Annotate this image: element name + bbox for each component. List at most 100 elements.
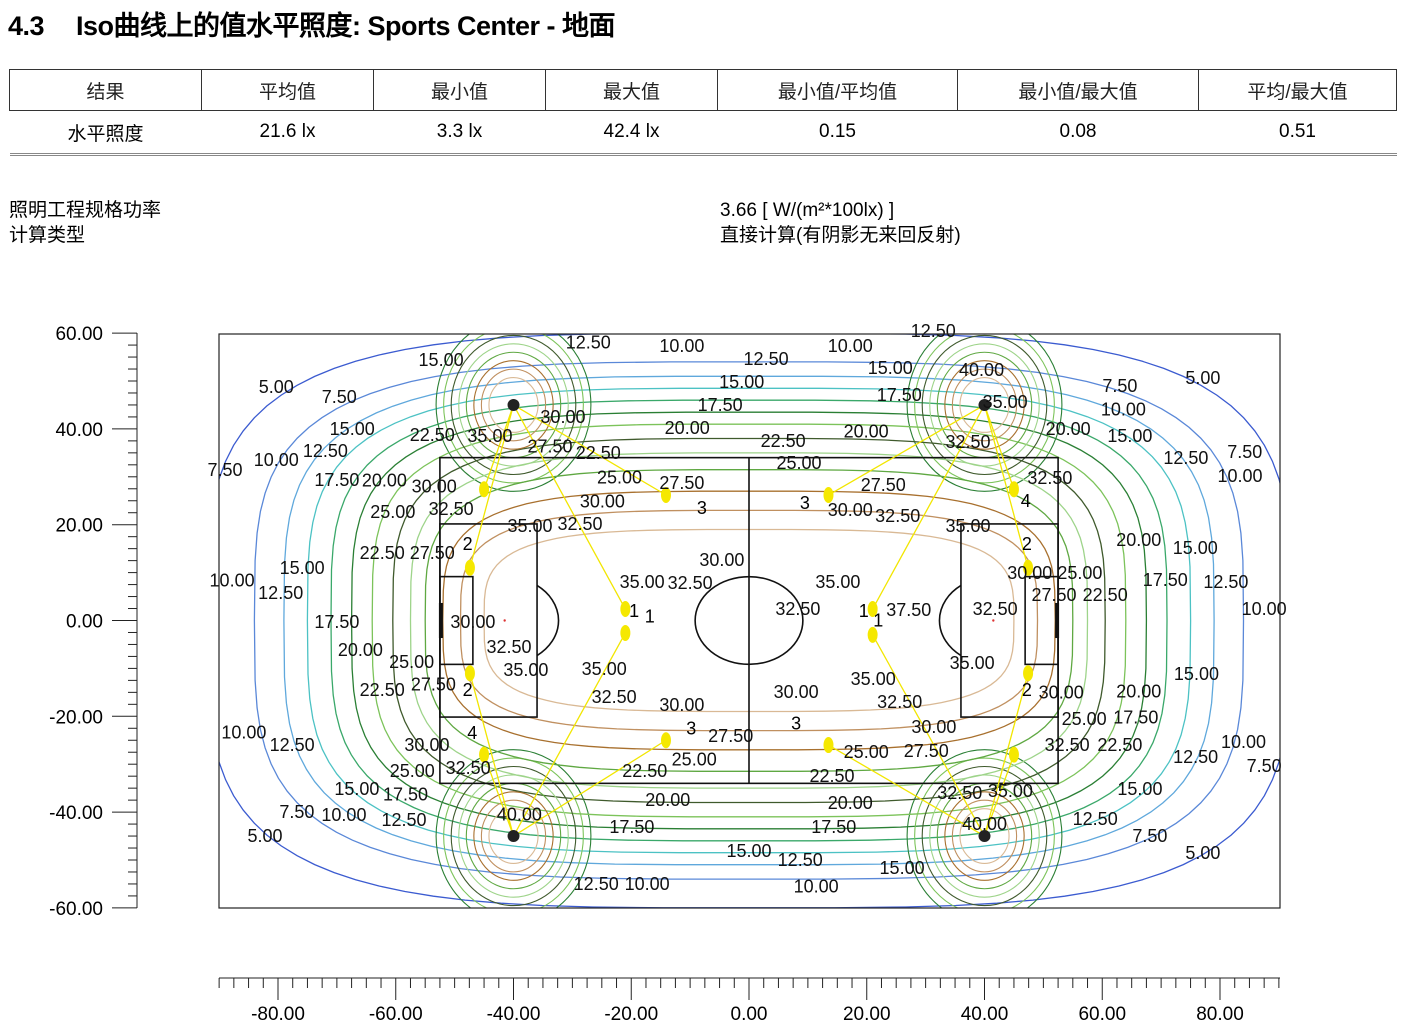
contour-label: 15.00 — [419, 350, 464, 370]
aim-line — [513, 404, 667, 496]
contour-label: 32.50 — [668, 573, 713, 593]
contour-label: 7.50 — [1132, 826, 1167, 846]
contour-label: 32.50 — [1045, 735, 1090, 755]
contour-label: 27.50 — [659, 473, 704, 493]
aim-line — [483, 754, 515, 837]
contour-label: 27.50 — [861, 475, 906, 495]
contour-label: 35.00 — [620, 572, 665, 592]
aim-point — [479, 481, 490, 498]
contour-17.5 — [350, 411, 1148, 830]
contour-label: 10.00 — [1101, 400, 1146, 420]
contour-label: 25.00 — [777, 453, 822, 473]
section-title-text: Iso曲线上的值水平照度: Sports Center - 地面 — [76, 11, 616, 41]
aim-line — [983, 404, 1029, 568]
calc-type-label: 计算类型 — [9, 225, 86, 246]
contour-label: 10.00 — [254, 450, 299, 470]
contour-label: 10.00 — [1217, 466, 1262, 486]
x-tick-label: -40.00 — [487, 1004, 541, 1025]
pole-marker — [507, 398, 520, 411]
pitch-markings — [438, 456, 1060, 785]
contour-label: 15.00 — [880, 858, 925, 878]
aim-line — [828, 404, 985, 496]
aim-line — [983, 673, 1029, 837]
calc-type-value: 直接计算(有阴影无来回反射) — [720, 225, 961, 246]
contour-15 — [330, 399, 1168, 842]
y-tick-label: 40.00 — [55, 420, 103, 441]
contour-label: 12.50 — [1073, 809, 1118, 829]
contour-lobe-17.5 — [906, 749, 1063, 908]
contour-label: 35.00 — [983, 392, 1028, 412]
contour-22.5 — [392, 437, 1106, 804]
penalty-spot — [992, 619, 995, 622]
contour-label: 7.50 — [1227, 442, 1262, 462]
x-tick-label: -60.00 — [369, 1004, 423, 1025]
contour-label: 10.00 — [1221, 732, 1266, 752]
contour-label: 20.00 — [1116, 530, 1161, 550]
table-cell: 3.3 lx — [373, 110, 546, 156]
power-label: 照明工程规格功率 — [9, 200, 162, 221]
power-value: 3.66 [ W/(m²*100lx) ] — [720, 200, 895, 221]
contour-label: 30.00 — [828, 500, 873, 520]
contour-label: 27.50 — [410, 543, 455, 563]
contour-label: 12.50 — [778, 850, 823, 870]
contour-label: 32.50 — [973, 599, 1018, 619]
contour-label: 12.50 — [744, 349, 789, 369]
contour-27.5 — [424, 469, 1074, 772]
aim-point — [1008, 746, 1019, 763]
table-cell: 0.08 — [957, 110, 1199, 156]
contour-label: 35.00 — [945, 516, 990, 536]
contour-lobe-20 — [443, 757, 584, 908]
col-header: 最小值/最大值 — [957, 69, 1199, 111]
axes: 60.0040.0020.000.00-20.00-40.00-60.00-80… — [49, 324, 1280, 1025]
contour-32.5 — [459, 509, 1039, 732]
aim-point — [1008, 481, 1019, 498]
contour-12.5 — [306, 387, 1192, 854]
table-row: 水平照度 21.6 lx 3.3 lx 42.4 lx 0.15 0.08 0.… — [9, 110, 1397, 156]
contour-35 — [483, 528, 1015, 713]
contour-label: 35.00 — [467, 426, 512, 446]
contour-lobe-22.5 — [921, 765, 1048, 907]
contour-label: 25.00 — [1057, 563, 1102, 583]
col-header: 最小值 — [373, 69, 546, 111]
x-tick-label: 0.00 — [731, 1004, 768, 1025]
contour-label: 10.00 — [828, 336, 873, 356]
x-tick-label: 60.00 — [1078, 1004, 1126, 1025]
contour-label: 15.00 — [1174, 664, 1219, 684]
contour-lobe-35 — [488, 377, 539, 433]
contour-label: 22.50 — [622, 761, 667, 781]
contour-label: 12.50 — [270, 735, 315, 755]
contour-lobe-30 — [473, 360, 554, 450]
contour-label: 20.00 — [645, 790, 690, 810]
contour-label: 22.50 — [410, 425, 455, 445]
contour-label: 17.50 — [609, 817, 654, 837]
results-header-row: 结果 平均值 最小值 最大值 最小值/平均值 最小值/最大值 平均/最大值 — [9, 69, 1397, 111]
contour-label: 10.00 — [794, 876, 839, 896]
contour-label: 17.50 — [698, 395, 743, 415]
penalty-spot — [503, 619, 506, 622]
pole-marker — [507, 830, 520, 843]
contour-label: 35.00 — [950, 653, 995, 673]
x-tick-label: 40.00 — [961, 1004, 1009, 1025]
contour-lobe-35 — [959, 808, 1010, 864]
contour-label: 40.00 — [959, 360, 1004, 380]
contour-label: 5.00 — [259, 377, 294, 397]
contour-lobe-32.5 — [951, 799, 1018, 873]
contour-lobe-17.5 — [906, 334, 1063, 492]
aim-point — [660, 487, 671, 504]
contour-label: 25.00 — [597, 468, 642, 488]
contour-label: 22.50 — [360, 680, 405, 700]
contour-label: 17.50 — [1113, 707, 1158, 727]
x-tick-label: -80.00 — [251, 1004, 305, 1025]
contour-label: 25.00 — [844, 742, 889, 762]
aim-line — [512, 404, 626, 610]
contour-lobe-17.5 — [435, 749, 592, 908]
contour-label: 30.00 — [774, 682, 819, 702]
contour-label: 12.50 — [258, 583, 303, 603]
y-tick-label: 0.00 — [66, 612, 103, 633]
contour-label: 17.50 — [877, 385, 922, 405]
contour-label: 20.00 — [338, 640, 383, 660]
contour-label: 5.00 — [1185, 368, 1220, 388]
aim-label: 2 — [463, 534, 473, 554]
contour-label: 15.00 — [1117, 779, 1162, 799]
